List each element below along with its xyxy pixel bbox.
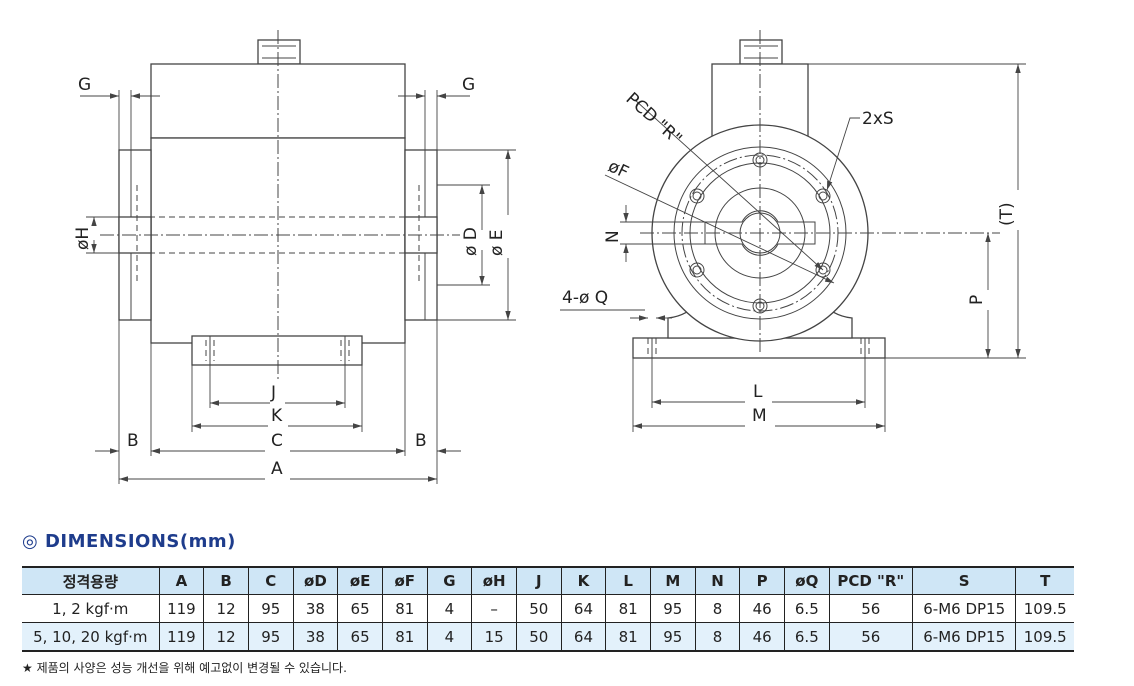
table-cell: 1, 2 kgf·m [22, 594, 160, 623]
table-cell: 15 [471, 622, 517, 652]
dim-label-q: 4-ø Q [562, 288, 608, 308]
table-cell: 6-M6 DP15 [911, 594, 1016, 623]
table-header-cell: P [739, 566, 785, 595]
dim-label-a: A [271, 459, 283, 479]
table-cell: 109.5 [1015, 594, 1074, 623]
table-cell: 81 [381, 594, 428, 623]
table-cell: 95 [649, 594, 696, 623]
table-header-cell: C [247, 566, 294, 595]
table-header-cell: øE [337, 566, 383, 595]
connector-front [739, 39, 783, 65]
dim-label-g-left: G [78, 75, 91, 95]
table-cell: 95 [247, 622, 294, 652]
dim-label-b-right: B [415, 431, 427, 451]
table-cell: 64 [560, 594, 606, 623]
table-header-cell: M [649, 566, 696, 595]
table-header-cell: T [1015, 566, 1074, 595]
table-cell: 119 [158, 622, 204, 652]
dim-label-k: K [271, 406, 283, 426]
table-cell: 56 [828, 594, 913, 623]
table-cell: 38 [292, 594, 338, 623]
table-header-cell: øH [471, 566, 517, 595]
table-header-cell: A [158, 566, 204, 595]
spec-change-note: ★ 제품의 사양은 성능 개선을 위해 예고없이 변경될 수 있습니다. [22, 661, 347, 675]
table-cell: 95 [649, 622, 696, 652]
dimensions-title: ◎ DIMENSIONS(mm) [22, 531, 236, 552]
table-cell: 65 [337, 622, 383, 652]
table-cell: 46 [739, 594, 785, 623]
table-cell: 109.5 [1015, 622, 1074, 652]
table-header-cell: PCD "R" [828, 566, 913, 595]
table-header-cell: øD [292, 566, 338, 595]
dim-label-e: ø E [487, 229, 507, 256]
connector [257, 39, 301, 65]
table-header-cell: N [694, 566, 740, 595]
table-header-cell: B [203, 566, 249, 595]
keyway [704, 210, 816, 256]
table-cell: 12 [203, 594, 249, 623]
table-cell: 12 [203, 622, 249, 652]
table-cell: 119 [158, 594, 204, 623]
table-cell: 4 [426, 622, 472, 652]
table-header-cell: øQ [783, 566, 830, 595]
dim-label-g-right: G [462, 75, 475, 95]
dim-label-f: øF [605, 156, 632, 183]
table-cell: 6.5 [783, 594, 830, 623]
table-cell: 81 [605, 594, 651, 623]
dimension-drawing: G G øH ø D ø E J K [73, 30, 1026, 484]
dim-label-m: M [752, 406, 767, 426]
table-cell: 50 [515, 594, 562, 623]
table-cell: 8 [694, 622, 740, 652]
dim-label-d: ø D [461, 227, 481, 256]
dim-label-t: (T) [997, 202, 1017, 226]
table-cell: 50 [515, 622, 562, 652]
table-cell: 46 [739, 622, 785, 652]
table-header-cell: L [605, 566, 651, 595]
side-view: G G øH ø D ø E J K [73, 30, 516, 484]
table-cell: 8 [694, 594, 740, 623]
dim-label-h: øH [73, 227, 93, 250]
table-header-cell: S [911, 566, 1016, 595]
table-cell: 81 [605, 622, 651, 652]
table-header-cell: øF [381, 566, 428, 595]
table-cell: 38 [292, 622, 338, 652]
dim-label-c: C [271, 431, 283, 451]
table-cell: 4 [426, 594, 472, 623]
dim-label-b-left: B [127, 431, 139, 451]
table-cell: 6-M6 DP15 [911, 622, 1016, 652]
table-cell: 65 [337, 594, 383, 623]
table-header-cell: K [560, 566, 606, 595]
dim-label-s: 2xS [862, 109, 894, 129]
dim-label-j: J [270, 383, 276, 403]
foot [191, 335, 363, 366]
table-cell: 81 [381, 622, 428, 652]
table-header-cell: J [515, 566, 562, 595]
table-header-cell: G [426, 566, 472, 595]
dim-label-l: L [753, 382, 763, 402]
dim-label-n: N [603, 230, 623, 243]
table-header-cell: 정격용량 [22, 566, 160, 595]
table-cell: 95 [247, 594, 294, 623]
table-cell: 64 [560, 622, 606, 652]
dim-label-p: P [967, 295, 987, 305]
front-view: PCD "R" øF 2xS N 4-ø Q P (T) L [560, 30, 1026, 432]
table-cell: 56 [828, 622, 913, 652]
table-cell: 5, 10, 20 kgf·m [22, 622, 160, 652]
dim-label-pcd: PCD "R" [622, 89, 686, 149]
table-cell: – [471, 594, 517, 623]
table-cell: 6.5 [783, 622, 830, 652]
